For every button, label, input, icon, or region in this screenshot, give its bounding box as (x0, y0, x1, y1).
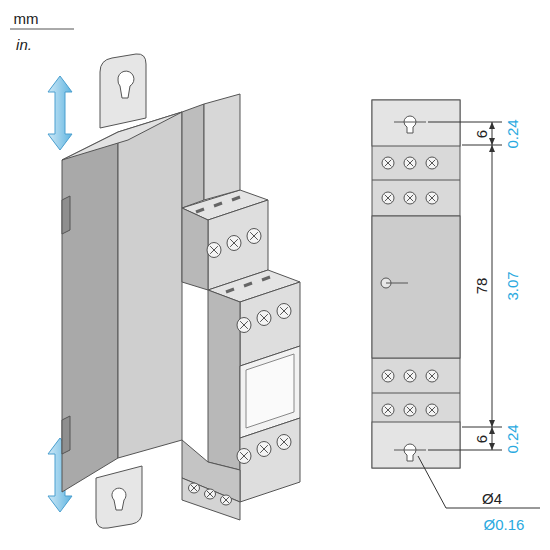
screw-slot (250, 232, 258, 240)
screw-slot (223, 497, 229, 503)
dimension-value: 0.24 (505, 119, 520, 148)
terminal-screw (426, 192, 438, 204)
terminal-screw (404, 370, 416, 382)
dimension-value: 0.24 (505, 424, 520, 453)
terminal-screw (426, 157, 438, 169)
screw-slot (240, 321, 248, 329)
screw-slot (407, 160, 414, 167)
screw-slot (280, 307, 288, 315)
screw-slot (385, 407, 392, 414)
terminal-screw (257, 442, 271, 457)
terminal-screw (426, 370, 438, 382)
terminal-screw (205, 489, 216, 499)
motion-arrow (48, 76, 72, 150)
terminal-screw (382, 370, 394, 382)
terminal-screw (382, 192, 394, 204)
screw-slot (407, 373, 414, 380)
terminal-screw (404, 404, 416, 416)
front-view (372, 100, 460, 468)
screw-slot (191, 485, 197, 491)
screw-slot (385, 195, 392, 202)
terminal-screw (189, 483, 200, 493)
dimension-lines (418, 122, 540, 508)
terminal-screw (247, 229, 261, 244)
dimension-value: 3.07 (505, 271, 520, 300)
terminal-screw (237, 449, 251, 464)
terminal-screw (207, 243, 221, 258)
screw-slot (385, 160, 392, 167)
dimension-value: Ø0.16 (484, 517, 525, 532)
screw-slot (210, 246, 218, 254)
screw-slot (260, 314, 268, 322)
terminal-screw (404, 157, 416, 169)
dimension-value: 6 (474, 130, 489, 138)
unit-label: in. (16, 37, 32, 52)
screw-slot (429, 373, 436, 380)
terminal-screw (382, 157, 394, 169)
screw-slot (407, 407, 414, 414)
unit-rule (10, 29, 74, 30)
screw-slot (260, 445, 268, 453)
unit-label: mm (14, 11, 39, 26)
terminal-screw (237, 318, 251, 333)
dimension-value: 6 (474, 435, 489, 443)
screw-slot (429, 407, 436, 414)
relay-body (62, 54, 300, 528)
terminal-screw (404, 192, 416, 204)
screw-slot (230, 239, 238, 247)
screw-slot (429, 160, 436, 167)
terminal-screw (382, 404, 394, 416)
terminal-screw (426, 404, 438, 416)
screw-slot (280, 438, 288, 446)
dimension-value: Ø4 (482, 491, 502, 506)
screw-slot (407, 195, 414, 202)
dimension-value: 78 (474, 278, 489, 295)
terminal-screw (257, 311, 271, 326)
terminal-screw (277, 304, 291, 319)
screw-slot (240, 452, 248, 460)
terminal-screw (227, 236, 241, 251)
screw-slot (207, 491, 213, 497)
screw-slot (385, 373, 392, 380)
terminal-screw (277, 435, 291, 450)
terminal-screw (221, 495, 232, 505)
screw-slot (429, 195, 436, 202)
